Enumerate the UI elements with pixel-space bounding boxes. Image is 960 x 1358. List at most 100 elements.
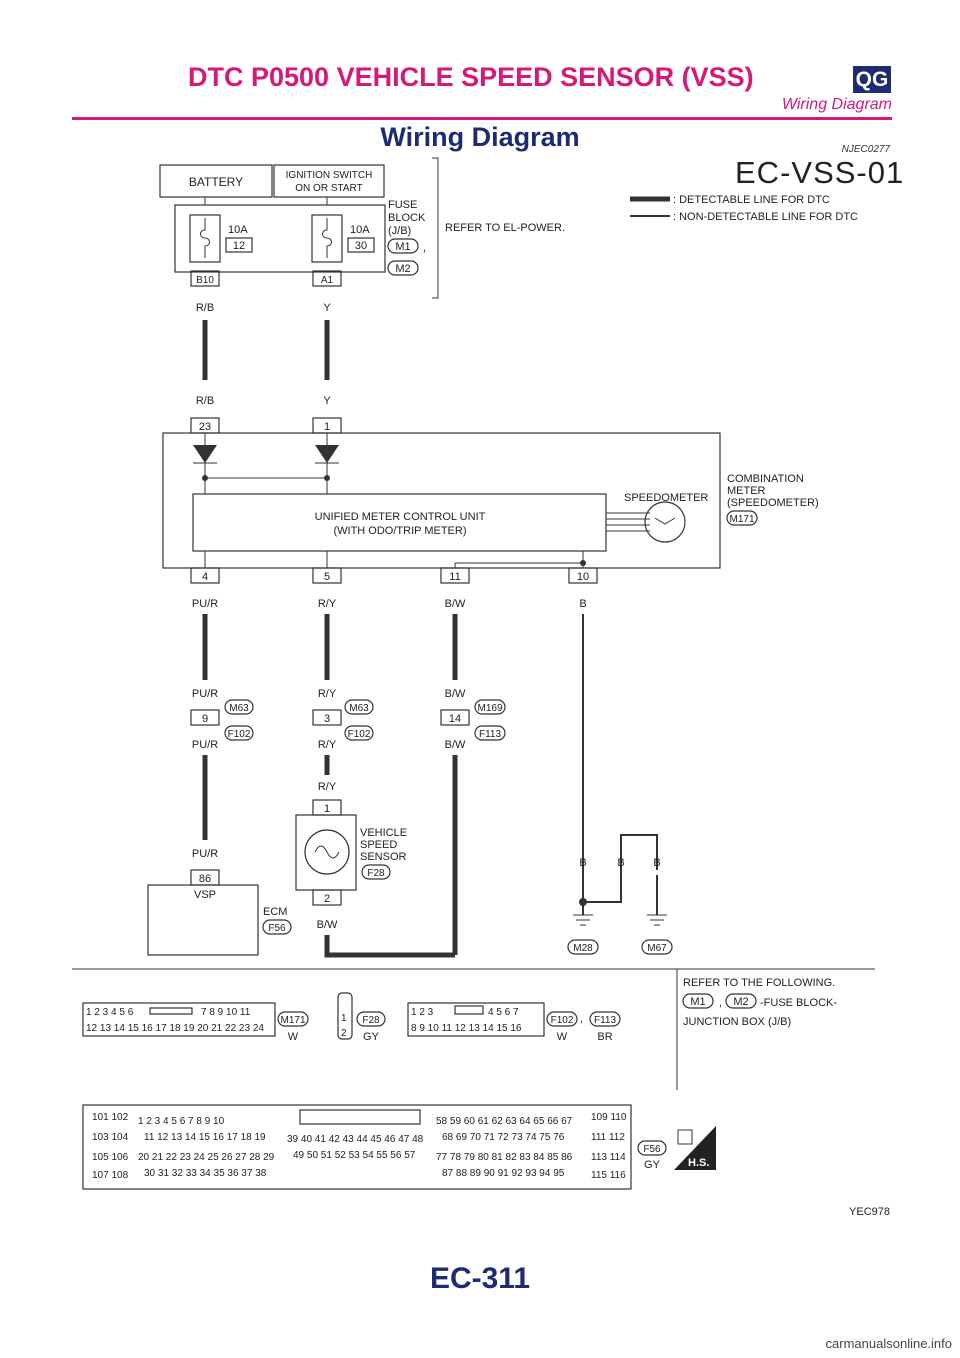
fuse-connector-m2: M2	[395, 263, 410, 275]
connector-view-f28-id: F28	[362, 1015, 380, 1026]
junction-3-wire-out: B/W	[445, 739, 466, 751]
svg-text:58 59 60 61 62 63 64 65 66 67: 58 59 60 61 62 63 64 65 66 67	[436, 1116, 573, 1127]
svg-text:8 9 10 11 12 13 14 15 16: 8 9 10 11 12 13 14 15 16	[411, 1023, 522, 1034]
speedometer-label: SPEEDOMETER	[624, 492, 708, 504]
junction-2-wire-out: R/Y	[318, 739, 337, 751]
svg-text:109 110: 109 110	[591, 1112, 627, 1123]
svg-text:2: 2	[341, 1028, 347, 1039]
refer-bracket	[432, 157, 439, 299]
connector-view-f113-color: BR	[597, 1031, 612, 1043]
refer-following-line3: JUNCTION BOX (J/B)	[683, 1016, 791, 1028]
svg-text:20 21 22 23 24 25 26 27 28 29: 20 21 22 23 24 25 26 27 28 29	[138, 1152, 275, 1163]
diagram-id: EC-VSS-01	[735, 155, 905, 190]
meter-pin-4: 4	[202, 571, 208, 583]
svg-text:103 104: 103 104	[92, 1132, 129, 1143]
page-header-subtitle: Wiring Diagram	[781, 96, 892, 113]
combination-meter-label-1: COMBINATION	[727, 473, 804, 485]
fuse-1-box	[189, 214, 221, 263]
fuse-1-rating: 10A	[228, 224, 248, 236]
ground-2-connector: M67	[647, 943, 667, 954]
vss-pin-1: 1	[324, 803, 330, 815]
page-number: EC-311	[429, 1262, 531, 1295]
junction-2-conn-a: M63	[349, 703, 369, 714]
diode-1	[193, 445, 217, 463]
page-header-title: DTC P0500 VEHICLE SPEED SENSOR (VSS)	[188, 62, 754, 92]
fuse-2-terminal: A1	[321, 275, 334, 286]
ground-1-connector: M28	[573, 943, 593, 954]
svg-text:7 8 9 10 11: 7 8 9 10 11	[201, 1007, 251, 1018]
svg-text:1 2 3 4 5 6: 1 2 3 4 5 6	[86, 1007, 134, 1018]
wire-b-1: B	[579, 598, 586, 610]
diode-2	[315, 445, 339, 463]
vss-connector: F28	[367, 868, 385, 879]
fuse-1-number: 12	[233, 240, 245, 252]
fuse-1-symbol	[200, 218, 210, 258]
svg-text:39 40 41 42 43 44 45 46 47 48: 39 40 41 42 43 44 45 46 47 48	[287, 1134, 424, 1145]
connector-view-f102-color: W	[557, 1031, 568, 1043]
refer-suffix: -FUSE BLOCK-	[760, 997, 837, 1009]
ignition-switch-box	[273, 164, 385, 198]
meter-pin-23: 23	[199, 421, 211, 433]
junction-3-conn-b: F113	[479, 729, 501, 740]
ecm-box	[147, 884, 259, 956]
svg-text:107 108: 107 108	[92, 1170, 129, 1181]
connector-view-m171-color: W	[288, 1031, 299, 1043]
svg-text:1 2 3: 1 2 3	[411, 1007, 434, 1018]
junction-3-pin: 14	[449, 713, 461, 725]
connector-view-f102-f113: 1 2 3 4 5 6 7 8 9 10 11 12 13 14 15 16	[407, 1002, 545, 1037]
connector-view-f56-id: F56	[643, 1144, 661, 1155]
vss-pin-2: 2	[324, 893, 330, 905]
svg-text:1: 1	[341, 1013, 347, 1024]
ignition-label-1: IGNITION SWITCH	[286, 170, 373, 181]
meter-pin-11: 11	[449, 571, 460, 583]
ecm-connector: F56	[268, 923, 286, 934]
meter-pin-10: 10	[577, 571, 589, 583]
ecm-pin: 86	[199, 873, 211, 885]
svg-text:12 13 14 15 16 17 18 19 20 21: 12 13 14 15 16 17 18 19 20 21 22 23 24	[86, 1023, 264, 1034]
svg-text:,: ,	[580, 1013, 583, 1025]
junction-1-wire-in: PU/R	[192, 688, 218, 700]
ground-2-wire-b: B	[653, 857, 660, 869]
fuse-block-label-2: BLOCK	[388, 212, 426, 224]
junction-1-conn-b: F102	[228, 729, 251, 740]
junction-1-wire-out: PU/R	[192, 739, 218, 751]
wire-y-top: Y	[323, 302, 331, 314]
connector-view-f28: 1 2	[337, 992, 353, 1040]
meter-connector: M171	[729, 514, 754, 525]
svg-text:111 112: 111 112	[591, 1132, 625, 1143]
svg-text:77 78 79 80 81 82 83 84 85 86: 77 78 79 80 81 82 83 84 85 86	[436, 1152, 573, 1163]
connector-view-f102-id: F102	[551, 1015, 574, 1026]
vss-symbol	[304, 829, 350, 875]
section-badge: QG	[853, 66, 891, 93]
ground-2-wire-a: B	[617, 857, 624, 869]
junction-2-conn-b: F102	[348, 729, 371, 740]
junction-3-conn-a: M169	[477, 703, 502, 714]
junction-1-pin: 9	[202, 713, 208, 725]
fuse-2-symbol	[322, 218, 332, 258]
junction-2-wire-in: R/Y	[318, 688, 337, 700]
ecm-wire: PU/R	[192, 848, 218, 860]
meter-pin-1: 1	[324, 421, 330, 433]
junction-2-pin: 3	[324, 713, 330, 725]
svg-text:,: ,	[423, 242, 426, 254]
control-unit-label-2: (WITH ODO/TRIP METER)	[333, 525, 466, 537]
section-code: NJEC0277	[841, 144, 890, 155]
svg-text:30 31 32 33 34 35 36 37 38: 30 31 32 33 34 35 36 37 38	[144, 1168, 267, 1179]
connector-view-f56: 101 102 103 104 105 106 107 108 1 2 3 4 …	[82, 1104, 632, 1190]
fuse-block-label-3: (J/B)	[388, 225, 411, 237]
junction-1-conn-a: M63	[229, 703, 249, 714]
control-unit-label-1: UNIFIED METER CONTROL UNIT	[315, 511, 486, 523]
hs-badge-text: H.S.	[688, 1157, 709, 1169]
fuse-2-number: 30	[355, 240, 367, 252]
hs-badge-icon	[674, 1126, 716, 1170]
connector-view-f113-id: F113	[594, 1015, 616, 1026]
refer-conn-m2: M2	[733, 996, 748, 1008]
ecm-pin-label: VSP	[194, 889, 216, 901]
svg-text:49 50 51 52 53 54 55 56 57: 49 50 51 52 53 54 55 56 57	[293, 1150, 416, 1161]
legend-detectable-text: : DETECTABLE LINE FOR DTC	[673, 194, 830, 206]
connector-view-m171-id: M171	[280, 1015, 305, 1026]
svg-text:1 2 3 4 5 6 7 8 9 10: 1 2 3 4 5 6 7 8 9 10	[138, 1116, 225, 1127]
battery-label: BATTERY	[189, 175, 243, 189]
section-title: Wiring Diagram	[380, 122, 580, 152]
svg-text:105 106: 105 106	[92, 1152, 129, 1163]
